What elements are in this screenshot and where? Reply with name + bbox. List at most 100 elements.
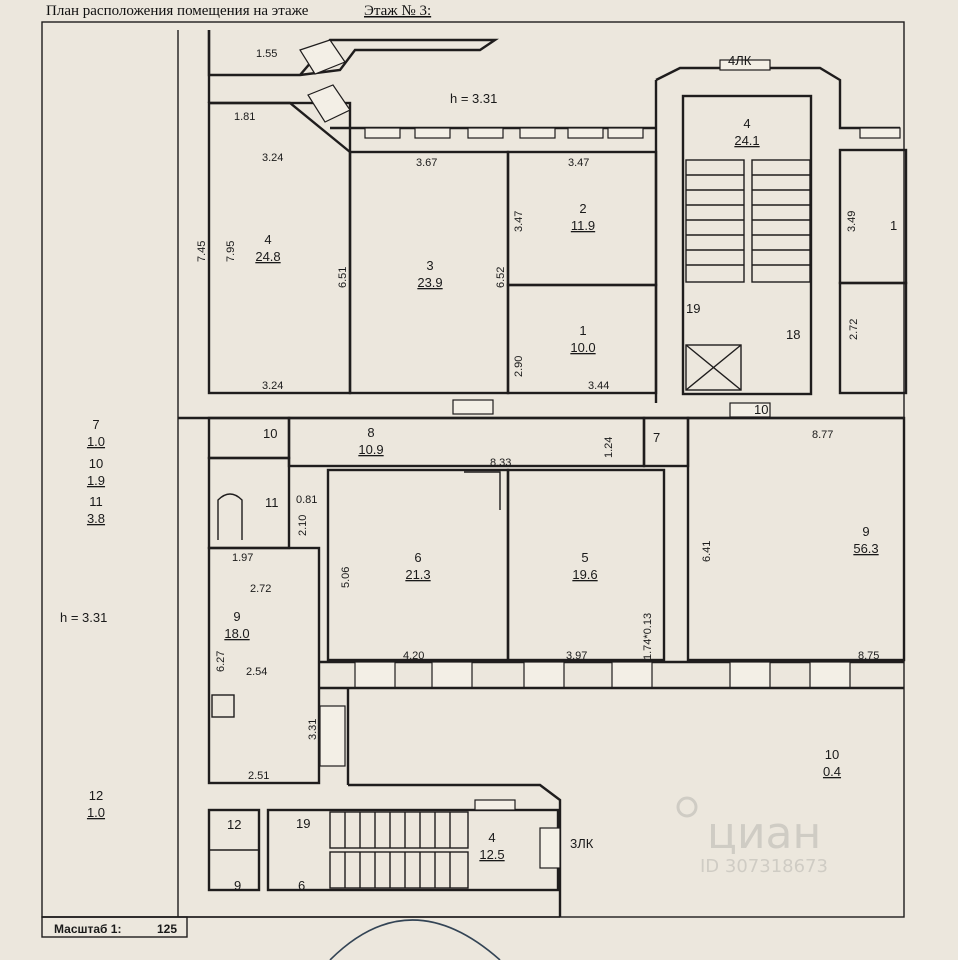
window: [354, 661, 396, 689]
dimension-label: 1.74*0.13: [642, 613, 654, 660]
room-number: 9: [233, 609, 240, 624]
dimension-label: 7.45: [196, 241, 208, 262]
room-area: 3.8: [87, 511, 105, 526]
room-number: 10: [89, 456, 103, 471]
dimension-label: 0.81: [296, 494, 317, 506]
room-area: 56.3: [853, 541, 878, 556]
room-number: 7: [92, 417, 99, 432]
dimension-label: 3.44: [588, 380, 609, 392]
top-landing-wall: [207, 30, 499, 77]
dimension-label: 3.47: [568, 157, 589, 169]
dimension-label: 3.31: [307, 719, 319, 740]
floor-label: Этаж № 3:: [364, 3, 431, 19]
dimension-label: 3.49: [846, 211, 858, 232]
window: [364, 127, 401, 139]
room-number: 5: [581, 550, 588, 565]
stair-label-4lk: 4ЛК: [728, 53, 752, 68]
dimension-label: 4.20: [403, 650, 424, 662]
dimension-label: 6.52: [495, 267, 507, 288]
dimension-label: 8.33: [490, 457, 511, 469]
window: [729, 661, 771, 689]
height-label-top: h = 3.31: [450, 91, 497, 106]
room-number: 6: [414, 550, 421, 565]
window: [539, 827, 561, 869]
dimension-label: 2.72: [848, 319, 860, 340]
room-number: 10: [825, 747, 839, 762]
dimension-label: 2.54: [246, 666, 267, 678]
stair-4-outer-wall: [655, 66, 900, 130]
dimension-label: 1.97: [232, 552, 253, 564]
room-number: 7: [653, 430, 660, 445]
window: [431, 661, 473, 689]
upper-corner-wall: [209, 101, 351, 153]
room-area: 24.8: [255, 249, 280, 264]
bathtub: [217, 493, 243, 540]
room-area: 24.1: [734, 133, 759, 148]
room-number: 2: [579, 201, 586, 216]
dimension-label: 8.75: [858, 650, 879, 662]
watermark-brand: циан: [707, 808, 821, 859]
room-number: 11: [265, 495, 279, 510]
scale-value: 125: [157, 922, 177, 936]
window: [414, 127, 451, 139]
room-area: 19.6: [572, 567, 597, 582]
dimension-label: 6.41: [701, 541, 713, 562]
room-area: 12.5: [479, 847, 504, 862]
stair-steps: [329, 811, 469, 889]
room-5-wall: [506, 468, 666, 662]
courtyard-wall: [348, 783, 562, 917]
stair-3-wall: [266, 808, 560, 892]
dimension-label: 1.55: [256, 48, 277, 60]
room-7-closet: [642, 416, 690, 468]
dimension-label: 6.27: [215, 651, 227, 672]
dimension-label: 3.24: [262, 152, 283, 164]
room-number: 19: [296, 816, 310, 831]
stair-label-3lk: 3ЛК: [570, 836, 594, 851]
room-area: 18.0: [224, 626, 249, 641]
room-number: 9: [862, 524, 869, 539]
room-number: 4: [264, 232, 271, 247]
dimension-label: 3.47: [513, 211, 525, 232]
stamp-seal: [329, 919, 501, 960]
room-6-wall: [326, 468, 510, 662]
dimension-label: 7.95: [225, 241, 237, 262]
stove: [211, 694, 235, 718]
elevator-cross: [685, 344, 742, 391]
dimension-label: 2.72: [250, 583, 271, 595]
window: [567, 127, 604, 139]
scale-label: Масштаб 1:: [54, 922, 121, 936]
window: [467, 127, 504, 139]
room-number: 19: [686, 301, 700, 316]
room-number: 4: [488, 830, 495, 845]
dimension-label: 2.51: [248, 770, 269, 782]
window: [611, 661, 653, 689]
elevator-shaft: [685, 344, 742, 391]
room-number: 6: [298, 878, 305, 893]
dimension-label: 1.81: [234, 111, 255, 123]
window: [719, 59, 771, 71]
stair-steps: [685, 159, 811, 283]
plan-title: План расположения помещения на этаже: [46, 3, 309, 19]
door-frame: [452, 399, 494, 415]
scale-box: [41, 916, 188, 938]
dimension-label: 1.24: [603, 437, 615, 458]
dimension-label: 2.90: [513, 356, 525, 377]
room-1-wall: [506, 283, 658, 395]
room-area: 10.9: [358, 442, 383, 457]
dimension-label: 3.97: [566, 650, 587, 662]
room-9-hall: [686, 416, 906, 662]
room-area: 0.4: [823, 764, 841, 779]
door-frame: [729, 402, 771, 418]
window: [474, 799, 516, 811]
room-area: 1.0: [87, 805, 105, 820]
room-area: 1.0: [87, 434, 105, 449]
dimension-label: 6.51: [337, 267, 349, 288]
room-number: 8: [367, 425, 374, 440]
room-number: 11: [89, 494, 103, 509]
room-area: 1.9: [87, 473, 105, 488]
window: [307, 84, 351, 123]
room-number: 10: [263, 426, 277, 441]
room-8-corridor: [287, 416, 646, 468]
cian-watermark: циан ID 307318673: [676, 796, 828, 877]
